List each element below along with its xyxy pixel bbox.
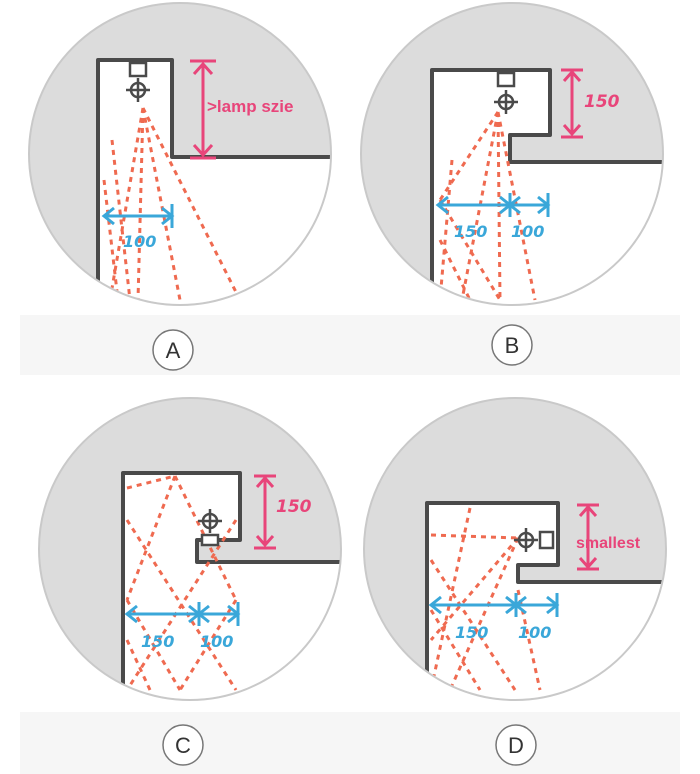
panel-d-lamp xyxy=(514,528,555,552)
label-band-bottom xyxy=(20,712,680,774)
panel-b-wall xyxy=(430,68,662,304)
panel-a-height-note: >lamp szie xyxy=(207,97,293,116)
panel-d-width-label-2: 100 xyxy=(518,623,551,642)
panel-a-width-label-1: 100 xyxy=(123,232,156,251)
panel-c-label-badge: C xyxy=(162,724,204,766)
panel-d-label: D xyxy=(508,733,524,758)
panel-c-height-dimension xyxy=(254,474,276,550)
panel-c-wall xyxy=(121,471,340,699)
panel-a-label: A xyxy=(166,338,181,363)
panel-b: 150 150 100 xyxy=(360,2,664,306)
panel-d-width-dimension xyxy=(428,593,560,617)
panel-d-light-beams xyxy=(429,507,542,691)
panel-c: 150 150 100 xyxy=(38,397,342,701)
panel-a-light-beams xyxy=(102,107,242,301)
panel-c-label: C xyxy=(175,733,191,758)
panel-b-room xyxy=(432,70,662,304)
panel-b-label-badge: B xyxy=(491,324,533,366)
panel-b-width-label-1: 150 xyxy=(454,222,487,241)
panel-c-lamp xyxy=(198,509,222,547)
label-band-top xyxy=(20,315,680,375)
panel-c-width-dimension xyxy=(124,602,241,626)
panel-a-lamp xyxy=(126,61,150,102)
panel-d-wall xyxy=(425,501,665,699)
panel-d-width-label-1: 150 xyxy=(455,623,488,642)
panel-d: smallest 150 100 xyxy=(363,397,667,701)
panel-c-width-label-2: 100 xyxy=(200,632,233,651)
panel-a-width-dimension xyxy=(101,204,175,228)
panel-d-height-note: smallest xyxy=(576,535,641,552)
panel-b-height-note: 150 xyxy=(584,92,620,112)
panel-a-height-dimension xyxy=(190,59,216,160)
panel-a: >lamp szie 100 xyxy=(28,2,332,306)
panel-b-width-label-2: 100 xyxy=(511,222,544,241)
panel-c-width-label-1: 150 xyxy=(141,632,174,651)
panel-b-width-dimension xyxy=(435,193,551,217)
panel-c-height-note: 150 xyxy=(276,497,312,517)
panel-c-light-beams xyxy=(125,474,238,691)
panel-d-label-badge: D xyxy=(495,724,537,766)
panel-d-height-dimension xyxy=(577,503,599,571)
panel-b-lamp xyxy=(494,71,518,114)
panel-b-label: B xyxy=(505,333,520,358)
panel-a-room xyxy=(98,60,330,304)
panel-a-wall xyxy=(96,58,330,304)
panel-a-label-badge: A xyxy=(152,329,194,371)
panel-b-height-dimension xyxy=(561,68,583,139)
